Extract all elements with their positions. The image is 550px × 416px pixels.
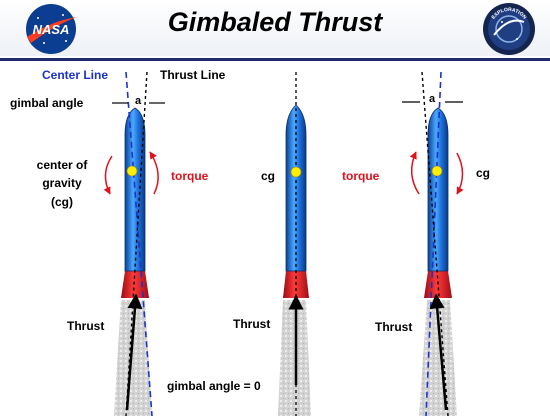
right-torque-arrow-left (409, 151, 420, 195)
right-exhaust-plume (419, 300, 457, 416)
left-rocket-body (124, 107, 146, 272)
left-torque-arrow-left (103, 155, 113, 195)
right-center-line (425, 71, 442, 416)
left-torque-label: torque (171, 169, 209, 183)
left-rocket-group: a (103, 71, 165, 416)
left-torque-arrow-right (149, 151, 159, 195)
middle-cg-dot (290, 166, 302, 178)
cg-label-line-1: center of (37, 158, 89, 172)
header-band (0, 0, 550, 56)
page-title: Gimbaled Thrust (167, 7, 383, 37)
cg-label-line-3: (cg) (51, 195, 73, 209)
left-center-line (125, 71, 153, 416)
left-exhaust-plume (114, 300, 152, 416)
right-rocket-body (427, 107, 449, 272)
nasa-logo-text: NASA (33, 22, 70, 37)
right-thrust-label: Thrust (375, 320, 412, 334)
right-thrust-arrow (429, 293, 448, 411)
left-thrust-arrow (125, 293, 143, 411)
middle-rocket-group (278, 72, 311, 416)
left-angle-label: a (135, 95, 142, 107)
left-thrust-label: Thrust (67, 319, 104, 333)
right-rocket-group: a (402, 71, 464, 416)
exploration-logo-icon: EXPLORATION (483, 3, 535, 55)
right-torque-label: torque (342, 169, 380, 183)
gimbal-angle-label: gimbal angle (10, 96, 84, 110)
middle-cg-label: cg (261, 169, 275, 183)
right-angle-label: a (429, 93, 436, 105)
right-engine-nozzle (424, 271, 452, 298)
right-cg-dot (431, 165, 443, 177)
nasa-logo-icon: NASA (26, 4, 77, 54)
center-line-label: Center Line (42, 68, 108, 82)
left-cg-dot (126, 165, 138, 177)
middle-exhaust-plume (278, 300, 311, 416)
left-engine-nozzle (121, 271, 149, 298)
gimbal-zero-label: gimbal angle = 0 (167, 379, 261, 393)
thrust-line-label: Thrust Line (160, 68, 226, 82)
right-torque-arrow-right (456, 152, 464, 195)
cg-label-line-2: gravity (42, 176, 82, 190)
header-divider (0, 58, 550, 61)
middle-thrust-label: Thrust (233, 317, 270, 331)
right-cg-label: cg (476, 166, 490, 180)
